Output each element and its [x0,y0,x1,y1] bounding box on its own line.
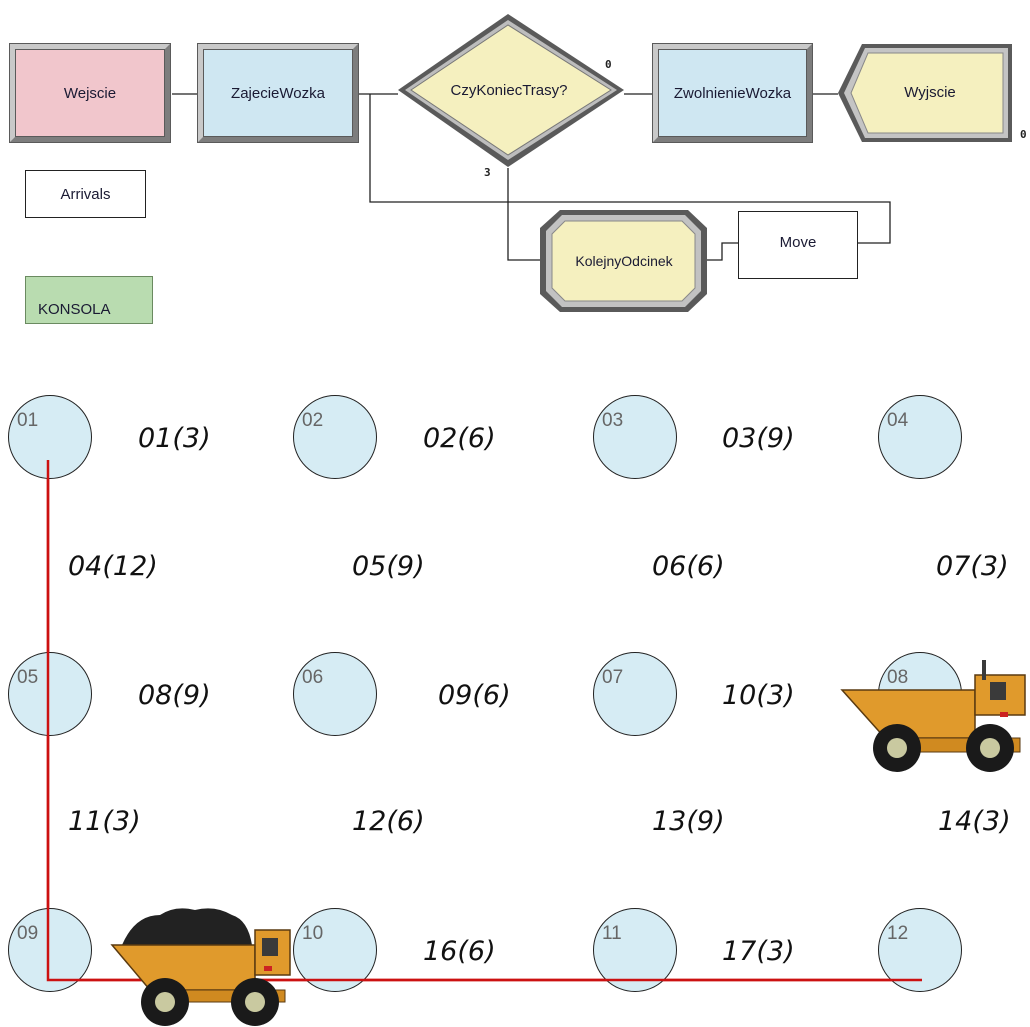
node-11[interactable]: 11 [593,908,677,992]
edge-label: 14(3) [938,806,1011,837]
edge-label: 09(6) [438,680,511,711]
node-06[interactable]: 06 [293,652,377,736]
edge-label: 02(6) [423,423,496,454]
node-10[interactable]: 10 [293,908,377,992]
edge-label: 13(9) [652,806,725,837]
edge-label: 08(9) [138,680,211,711]
move-label: Move [779,234,817,251]
wejscie-label: Wejscie [63,84,117,102]
node-label: 01 [17,410,39,431]
node-label: 06 [302,667,324,688]
edge-label: 07(3) [936,551,1009,582]
edge-label: 05(9) [352,551,425,582]
arrivals-label: Arrivals [60,185,111,203]
node-03[interactable]: 03 [593,395,677,479]
wyjscie-label: Wyjscie [904,83,956,101]
node-05[interactable]: 05 [8,652,92,736]
zajecie-wozka-label: ZajecieWozka [231,84,325,102]
node-01[interactable]: 01 [8,395,92,479]
node-label: 12 [887,923,909,944]
node-label: 04 [887,410,909,431]
node-label: 09 [17,923,39,944]
node-label: 02 [302,410,324,431]
node-04[interactable]: 04 [878,395,962,479]
arrivals-block[interactable]: Arrivals [25,170,146,218]
edge-label: 10(3) [722,680,795,711]
konsola-label: KONSOLA [38,301,111,318]
zwolnienie-wozka-label: ZwolnienieWozka [673,84,792,102]
node-label: 11 [602,923,622,944]
node-label: 10 [302,923,324,944]
edge-label: 04(12) [68,551,158,582]
zajecie-wozka-block[interactable]: ZajecieWozka [198,44,358,142]
zwolnienie-wozka-block[interactable]: ZwolnienieWozka [653,44,812,142]
flow-connectors [172,93,891,261]
decision-label: CzyKoniecTrasy? [450,81,568,99]
node-09[interactable]: 09 [8,908,92,992]
konsola-block[interactable]: KONSOLA [25,276,153,324]
node-08[interactable]: 08 [878,652,962,736]
node-label: 07 [602,667,624,688]
node-07[interactable]: 07 [593,652,677,736]
kolejny-odcinek-label: KolejnyOdcinek [575,253,673,269]
edge-label: 17(3) [722,936,795,967]
wyjscie-counter: 0 [1020,128,1027,141]
decision-false-counter: 3 [484,166,491,179]
edge-label: 06(6) [652,551,725,582]
edge-label: 03(9) [722,423,795,454]
route-line [46,460,922,982]
edge-label: 01(3) [138,423,211,454]
node-12[interactable]: 12 [878,908,962,992]
node-label: 08 [887,667,909,688]
decision-true-counter: 0 [605,58,612,71]
edge-label: 12(6) [352,806,425,837]
edge-label: 11(3) [68,806,141,837]
edge-label: 16(6) [423,936,496,967]
wejscie-block[interactable]: Wejscie [10,44,170,142]
move-block[interactable]: Move [738,211,858,279]
node-label: 03 [602,410,624,431]
node-02[interactable]: 02 [293,395,377,479]
node-label: 05 [17,667,39,688]
